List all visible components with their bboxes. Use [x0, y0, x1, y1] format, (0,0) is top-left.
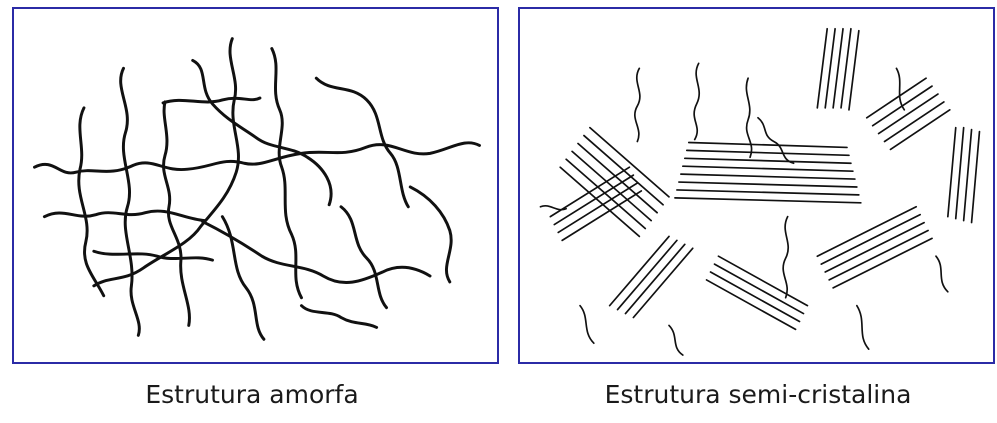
- amorphous-structure-panel: [12, 7, 499, 364]
- semi-crystalline-structure-caption: Estrutura semi-cristalina: [548, 380, 968, 409]
- semi-crystalline-polymer-chains-drawing: [520, 9, 993, 362]
- semi-crystalline-structure-panel: [518, 7, 995, 364]
- amorphous-structure-caption: Estrutura amorfa: [62, 380, 442, 409]
- amorphous-polymer-chains-drawing: [14, 9, 497, 362]
